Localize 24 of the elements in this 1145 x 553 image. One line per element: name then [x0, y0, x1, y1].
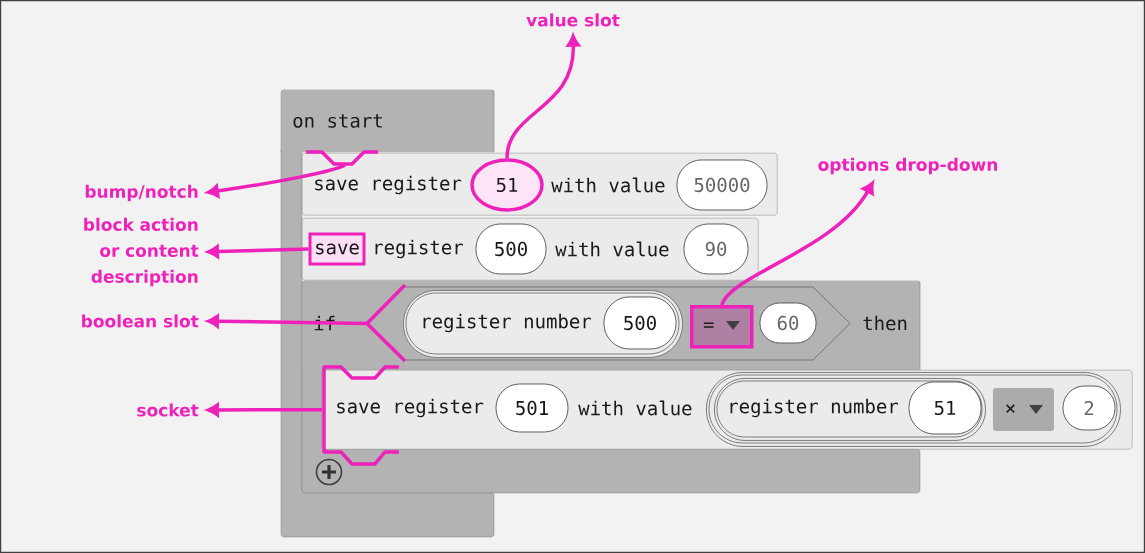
annotation-label: value slot: [526, 13, 620, 27]
annotation-label: socket: [137, 403, 199, 417]
value-slot: 60: [759, 302, 817, 344]
annotation-label: bump/notch: [85, 184, 198, 202]
dropdown-field: =: [690, 305, 754, 349]
leader-arrow: [206, 163, 346, 198]
value-slot: 2: [1062, 385, 1116, 431]
annotation-label: boolean slot: [82, 314, 199, 328]
leader-arrow: [206, 244, 309, 259]
leader-arrow: [505, 34, 581, 159]
highlighted-word: save: [308, 232, 366, 266]
code-block: on start: [280, 89, 495, 153]
value-slot: 90: [683, 223, 749, 275]
leader-arrow: [720, 181, 874, 306]
value-slot: 51: [908, 381, 982, 435]
value-slot: 51: [470, 158, 544, 212]
value-slot: 500: [603, 296, 677, 350]
leader-arrow: [206, 314, 368, 328]
annotation-label: options drop-down: [818, 157, 998, 175]
annotation-label: block action or content description: [84, 217, 199, 287]
value-slot: 500: [475, 223, 547, 275]
dropdown-field: ×: [993, 388, 1054, 431]
value-slot: 501: [495, 383, 569, 433]
leader-arrow: [206, 403, 322, 417]
